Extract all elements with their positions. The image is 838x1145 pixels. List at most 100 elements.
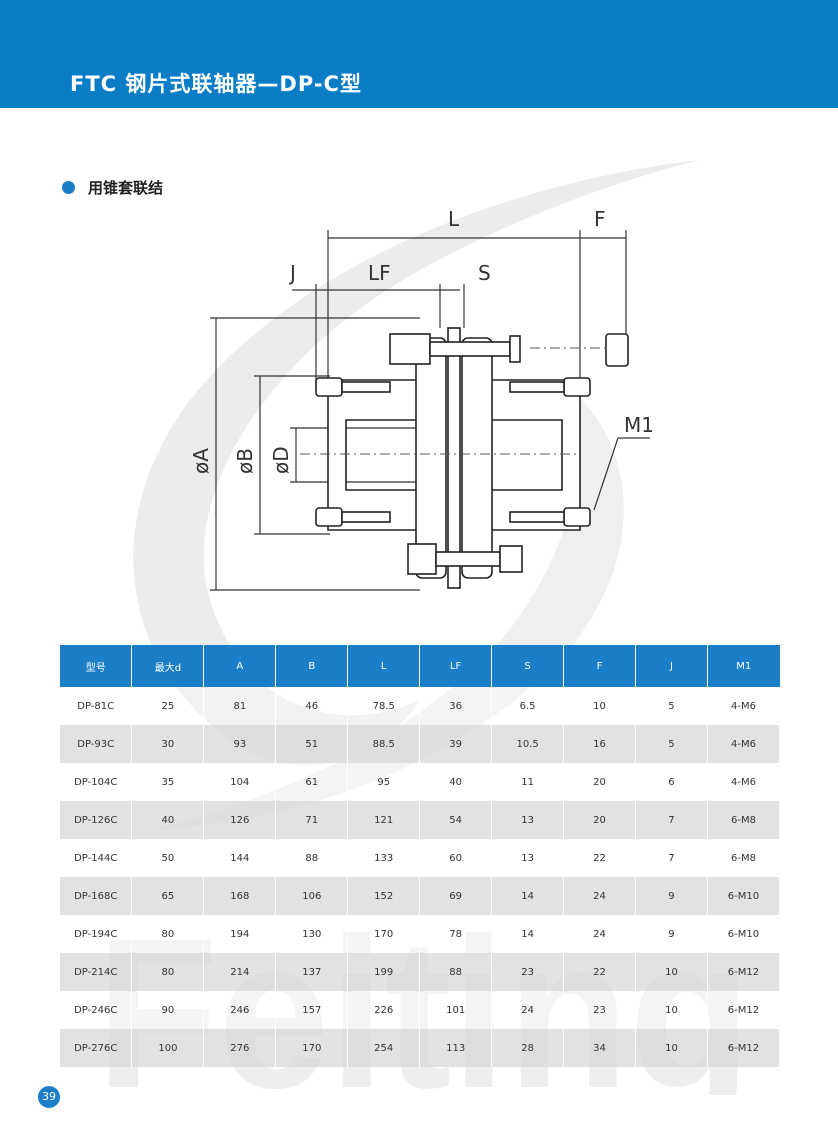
- table-cell: 20: [563, 801, 636, 839]
- table-cell: 10: [635, 991, 708, 1029]
- table-cell: 6-M8: [707, 801, 781, 839]
- table-cell: 22: [563, 839, 636, 877]
- table-cell: DP-144C: [60, 839, 133, 877]
- dim-label-m1: M1: [624, 413, 654, 437]
- table-cell: 4-M6: [707, 687, 781, 725]
- table-cell: 24: [563, 877, 636, 915]
- table-cell: 61: [275, 763, 349, 801]
- table-cell: 95: [347, 763, 421, 801]
- table-cell: 24: [491, 991, 565, 1029]
- table-cell: 152: [347, 877, 421, 915]
- table-cell: 100: [131, 1029, 205, 1067]
- table-cell: 81: [203, 687, 277, 725]
- table-cell: 34: [563, 1029, 636, 1067]
- bullet-icon: [62, 181, 75, 194]
- table-cell: 88.5: [347, 725, 421, 763]
- table-cell: 10: [563, 687, 636, 725]
- dim-label-d: øD: [269, 446, 293, 474]
- table-cell: 10.5: [491, 725, 565, 763]
- table-cell: 93: [203, 725, 277, 763]
- table-cell: 20: [563, 763, 636, 801]
- table-cell: 7: [635, 801, 708, 839]
- table-header-row: 型号 最大d A B L LF S F J M1: [60, 645, 780, 687]
- page-header: FTC 钢片式联轴器—DP-C型: [0, 0, 838, 108]
- col-header: S: [491, 645, 565, 687]
- table-cell: 130: [275, 915, 349, 953]
- table-cell: DP-126C: [60, 801, 133, 839]
- col-header: L: [347, 645, 421, 687]
- page-number: 39: [38, 1086, 60, 1108]
- table-cell: 28: [491, 1029, 565, 1067]
- table-cell: 199: [347, 953, 421, 991]
- table-cell: 106: [275, 877, 349, 915]
- table-cell: 36: [419, 687, 493, 725]
- table-cell: 168: [203, 877, 277, 915]
- table-cell: 137: [275, 953, 349, 991]
- table-cell: DP-104C: [60, 763, 133, 801]
- table-cell: 78: [419, 915, 493, 953]
- table-cell: 69: [419, 877, 493, 915]
- table-cell: 6-M12: [707, 991, 781, 1029]
- table-cell: 16: [563, 725, 636, 763]
- table-cell: 23: [491, 953, 565, 991]
- table-cell: 80: [131, 915, 205, 953]
- col-header: LF: [419, 645, 493, 687]
- dim-label-b: øB: [233, 448, 257, 474]
- table-cell: 65: [131, 877, 205, 915]
- table-cell: 80: [131, 953, 205, 991]
- col-header: A: [203, 645, 277, 687]
- table-cell: 25: [131, 687, 205, 725]
- table-cell: 51: [275, 725, 349, 763]
- table-cell: 71: [275, 801, 349, 839]
- table-cell: 14: [491, 877, 565, 915]
- table-cell: DP-276C: [60, 1029, 133, 1067]
- table-cell: 6-M12: [707, 953, 781, 991]
- dim-label-lf: LF: [368, 261, 391, 285]
- table-cell: 54: [419, 801, 493, 839]
- coupling-drawing: L F J LF S M1 øA øB øD: [189, 207, 654, 591]
- table-cell: 88: [275, 839, 349, 877]
- table-cell: 10: [635, 1029, 708, 1067]
- table-cell: 6.5: [491, 687, 565, 725]
- table-cell: 157: [275, 991, 349, 1029]
- table-cell: 126: [203, 801, 277, 839]
- col-header: B: [275, 645, 349, 687]
- table-cell: 30: [131, 725, 205, 763]
- dim-label-s: S: [478, 261, 491, 285]
- table-cell: 78.5: [347, 687, 421, 725]
- dim-label-f: F: [594, 207, 606, 231]
- table-cell: 7: [635, 839, 708, 877]
- table-cell: 5: [635, 687, 708, 725]
- table-cell: 121: [347, 801, 421, 839]
- table-cell: 276: [203, 1029, 277, 1067]
- table-cell: 11: [491, 763, 565, 801]
- table-cell: 113: [419, 1029, 493, 1067]
- table-cell: 170: [347, 915, 421, 953]
- table-cell: 35: [131, 763, 205, 801]
- table-cell: 22: [563, 953, 636, 991]
- table-cell: 39: [419, 725, 493, 763]
- table-cell: DP-246C: [60, 991, 133, 1029]
- table-cell: DP-194C: [60, 915, 133, 953]
- col-header: M1: [707, 645, 780, 687]
- col-header: 型号: [60, 645, 133, 687]
- table-cell: 60: [419, 839, 493, 877]
- table-cell: 40: [131, 801, 205, 839]
- table-cell: 13: [491, 839, 565, 877]
- table-cell: 104: [203, 763, 277, 801]
- table-cell: 6-M8: [707, 839, 781, 877]
- section-heading: 用锥套联结: [62, 177, 163, 198]
- table-cell: 46: [275, 687, 349, 725]
- table-cell: 6-M10: [707, 915, 781, 953]
- dim-label-l: L: [448, 207, 460, 231]
- table-cell: 6: [635, 763, 708, 801]
- table-cell: 90: [131, 991, 205, 1029]
